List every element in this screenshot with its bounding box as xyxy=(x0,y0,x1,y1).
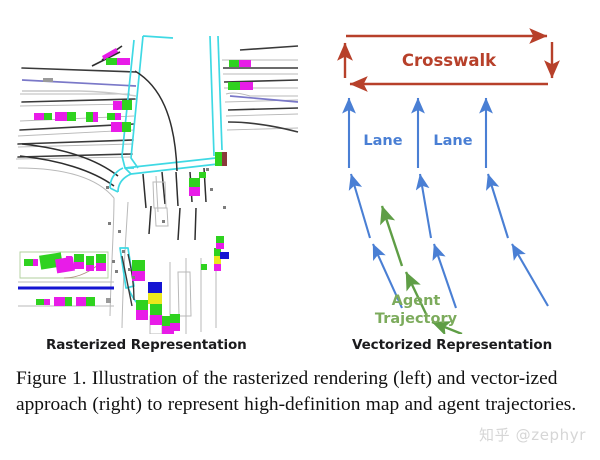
map-centerline-left-lightgrey xyxy=(22,90,137,97)
lane-label-2: Lane xyxy=(433,133,472,149)
crosswalk-label: Crosswalk xyxy=(402,51,497,70)
map-intersection-curve xyxy=(134,70,178,172)
map-agent-boxes xyxy=(24,58,253,334)
lane-label-1: Lane xyxy=(363,133,402,149)
map-curves-southwest xyxy=(19,143,119,187)
map-curve-right-thin xyxy=(225,92,298,97)
crosswalk-polyline xyxy=(337,28,560,92)
map-lanes-south xyxy=(142,167,207,241)
lane-polyline-1 xyxy=(342,97,403,309)
map-agent-box xyxy=(102,48,118,60)
vectorized-panel-title: Vectorized Representation xyxy=(352,337,553,353)
map-parking-outline xyxy=(19,251,109,279)
lane-polyline-2 xyxy=(411,97,457,309)
rasterized-map-panel xyxy=(10,16,300,334)
map-centerline-right-purple xyxy=(229,95,299,103)
rasterized-map-svg xyxy=(10,16,300,334)
panel-titles-row: Rasterized Representation Vectorized Rep… xyxy=(0,337,600,359)
map-lane-boundaries-left xyxy=(15,93,135,160)
map-centerline-left-purple xyxy=(21,79,137,87)
lane-polyline-3 xyxy=(479,97,549,307)
vectorized-diagram-panel: Crosswalk Lane Lane Agent Trajectory xyxy=(310,16,595,334)
agent-trajectory-label-line1: Agent xyxy=(392,293,441,309)
map-centerlines-right xyxy=(223,45,299,133)
agent-trajectory-label-line2: Trajectory xyxy=(375,311,458,327)
rasterized-panel-title: Rasterized Representation xyxy=(46,337,247,353)
figure-panels: Crosswalk Lane Lane Agent Trajectory xyxy=(10,16,595,334)
vectorized-diagram-svg: Crosswalk Lane Lane Agent Trajectory xyxy=(310,16,595,334)
map-road-boundary xyxy=(109,35,223,305)
agent-trajectory-polyline xyxy=(380,205,463,334)
figure-caption: Figure 1. Illustration of the rasterized… xyxy=(16,368,577,415)
map-small-markers xyxy=(106,168,226,279)
watermark: 知乎 @zephyr xyxy=(479,426,586,444)
